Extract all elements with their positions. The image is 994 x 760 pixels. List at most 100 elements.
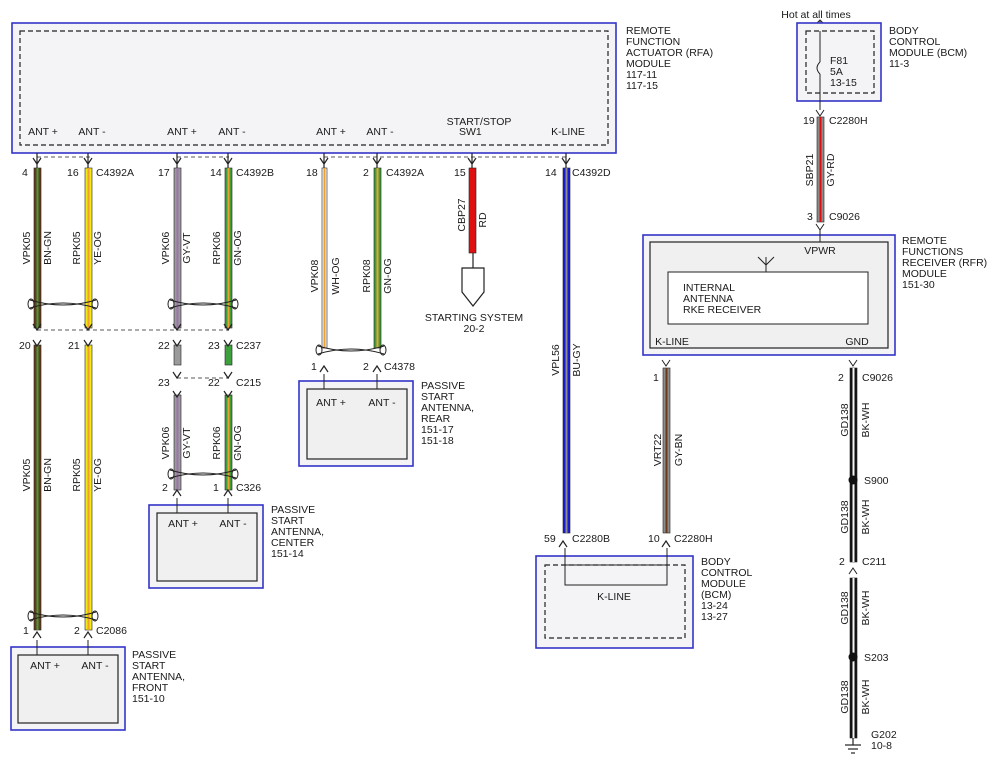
pin-number: 15 <box>454 167 466 179</box>
antenna-front-module: ANT + ANT - PASSIVE START ANTENNA, FRONT… <box>10 640 185 731</box>
pin-number: 2 <box>162 482 168 494</box>
wire-label: BK-WH <box>860 591 872 626</box>
antenna-icon <box>757 256 775 272</box>
pin-number: 1 <box>653 372 659 384</box>
wire-label: BK-WH <box>860 680 872 715</box>
antenna-center-pin-plus: ANT + <box>168 518 198 530</box>
bcm-bottom-label: CONTROL <box>701 567 752 579</box>
bcm-top-module: Hot at all times F81 5A 13-15 BODY CONTR… <box>781 9 967 127</box>
bcm-bottom-label: 13-27 <box>701 611 728 623</box>
wire-label: GD138 <box>839 500 851 533</box>
wire-labels: VPK05 BN-GN RPK05 YE-OG VPK06 GY-VT RPK0… <box>21 198 872 714</box>
wire-label: VPL56 <box>550 344 562 376</box>
pin-number: 1 <box>311 361 317 373</box>
connector-names: C4392A C4392B C4392A C4392D C237 C215 C3… <box>96 167 893 664</box>
bcm-top-pin: 19 <box>803 115 815 127</box>
pin-number: 23 <box>158 377 170 389</box>
rfr-gnd: GND <box>845 336 869 348</box>
antenna-rear-pin-minus: ANT - <box>368 397 396 409</box>
antenna-front-label: START <box>132 660 166 672</box>
antenna-front-label: PASSIVE <box>132 649 176 661</box>
wire-label: VPK05 <box>21 459 33 492</box>
rfa-label-line: FUNCTION <box>626 36 680 48</box>
wire-label: RPK06 <box>211 426 223 459</box>
pin-number: 2 <box>838 372 844 384</box>
wire-rpk08 <box>373 167 382 349</box>
wire-vpk05-upper <box>33 167 42 329</box>
connector-c2280b: C2280B <box>572 533 610 545</box>
wire-label: RPK05 <box>71 231 83 264</box>
rfr-vpwr: VPWR <box>804 245 836 257</box>
antenna-front-pin-minus: ANT - <box>81 660 109 672</box>
pin-numbers: 4 16 17 14 18 2 15 14 20 21 22 23 23 22 … <box>19 167 845 637</box>
rfr-connector-in: C9026 <box>829 211 860 223</box>
rfr-module: 3 C9026 VPWR INTERNAL ANTENNA RKE RECEIV… <box>642 211 987 356</box>
wire-label: RPK06 <box>211 231 223 264</box>
antenna-rear-label: START <box>421 391 455 403</box>
pin-number: 14 <box>210 167 222 179</box>
pin-number: 1 <box>23 625 29 637</box>
pin-number: 23 <box>208 340 220 352</box>
rfa-pin-ant-plus-2: ANT + <box>167 126 197 138</box>
fuse-5a: 5A <box>830 66 843 78</box>
pin-number: 21 <box>68 340 80 352</box>
splice-s900-dot <box>848 475 858 485</box>
antenna-rear-label: 151-18 <box>421 435 454 447</box>
rfr-label: 151-30 <box>902 279 935 291</box>
antenna-front-pin-plus: ANT + <box>30 660 60 672</box>
wire-rpk06-mid <box>224 344 233 366</box>
connector-c2280h: C2280H <box>674 533 713 545</box>
pin-number: 22 <box>208 377 220 389</box>
splice-s203-dot <box>848 652 858 662</box>
wire-label: VPK06 <box>160 232 172 265</box>
antenna-center-label: 151-14 <box>271 548 304 560</box>
bcm-bottom-module: K-LINE BODY CONTROL MODULE (BCM) 13-24 1… <box>535 548 752 649</box>
antenna-front-label: 151-10 <box>132 693 165 705</box>
pin-number: 2 <box>74 625 80 637</box>
pin-number: 20 <box>19 340 31 352</box>
bcm-bottom-label: BODY <box>701 556 731 568</box>
antenna-front-label: ANTENNA, <box>132 671 185 683</box>
wire-vpk06-mid <box>173 344 182 366</box>
rfa-pin-labels: ANT + ANT - ANT + ANT - ANT + ANT - STAR… <box>28 116 585 138</box>
pin-number: 59 <box>544 533 556 545</box>
antenna-center-label: START <box>271 515 305 527</box>
connector-c9026-gnd: C9026 <box>862 372 893 384</box>
wire-rpk05-upper <box>84 167 93 329</box>
antenna-rear-label: REAR <box>421 413 451 425</box>
wire-label: GY-VT <box>181 232 193 264</box>
wire-rpk05-lower <box>84 344 93 631</box>
rfa-pin-ant-plus-1: ANT + <box>28 126 58 138</box>
rfa-module: ANT + ANT - ANT + ANT - ANT + ANT - STAR… <box>11 22 713 154</box>
wire-label: RD <box>477 212 489 228</box>
bcm-top-label: BODY <box>889 25 919 37</box>
wire-label: GN-OG <box>232 425 244 461</box>
hot-at-all-times-label: Hot at all times <box>781 9 850 21</box>
wire-vpk08 <box>321 167 328 349</box>
starting-system-label: STARTING SYSTEM <box>425 312 523 324</box>
connector-c211: C211 <box>862 556 886 568</box>
connector-c326: C326 <box>236 482 261 494</box>
wire-label: SBP21 <box>804 154 816 187</box>
rfa-pin-sw1: SW1 <box>459 126 482 138</box>
connector-c4392d: C4392D <box>572 167 611 179</box>
wire-label: GN-OG <box>232 230 244 266</box>
rfr-label: FUNCTIONS <box>902 246 963 258</box>
pin-number: 4 <box>22 167 28 179</box>
wire-label: BU-GY <box>571 343 583 376</box>
antenna-rear-label: ANTENNA, <box>421 402 474 414</box>
pin-number: 10 <box>648 533 660 545</box>
rfr-label: REMOTE <box>902 235 947 247</box>
fuse-icon <box>816 61 821 75</box>
ground-ref: 10-8 <box>871 740 892 752</box>
rfa-label: REMOTE FUNCTION ACTUATOR (RFA) MODULE 11… <box>626 25 713 92</box>
wire-label: YE-OG <box>92 231 104 265</box>
wire-label: VPK06 <box>160 427 172 460</box>
rfa-pin-start-stop: START/STOP <box>447 116 512 128</box>
ground-chain: G202 10-8 <box>845 359 897 754</box>
wire-label: GD138 <box>839 403 851 436</box>
splice-s900: S900 <box>864 475 889 487</box>
antenna-rear-module: ANT + ANT - PASSIVE START ANTENNA, REAR … <box>298 374 474 467</box>
wire-label: BK-WH <box>860 500 872 535</box>
